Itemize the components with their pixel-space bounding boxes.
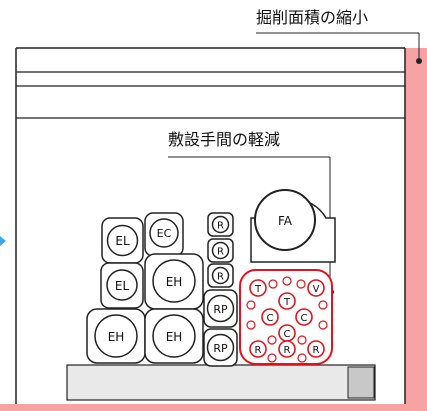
bundle-r-2-label: R bbox=[284, 345, 291, 356]
base-block-end bbox=[347, 366, 375, 399]
bundle-small-conductor bbox=[318, 320, 328, 330]
bundle-r-1 bbox=[249, 340, 267, 358]
cable-circle-eh-2 bbox=[94, 314, 138, 358]
bundle-t-2 bbox=[278, 292, 296, 310]
bundle-v-label: V bbox=[313, 284, 320, 295]
cable-circle-el-1 bbox=[106, 224, 139, 257]
bundle-small-conductor bbox=[267, 335, 277, 345]
bundle-c-2-label: C bbox=[301, 313, 308, 324]
left-pointer-icon bbox=[0, 236, 6, 246]
cable-circle-rp-2 bbox=[206, 333, 235, 362]
cable-label-rp-1: RP bbox=[213, 303, 228, 316]
bundle-r-1-label: R bbox=[255, 345, 262, 356]
bundle-c-1-label: C bbox=[267, 313, 274, 324]
cable-circle-ec bbox=[149, 218, 179, 248]
bundle-small-conductor bbox=[318, 300, 328, 310]
cable-circle-eh-1 bbox=[152, 259, 196, 303]
cable-circle-r-3 bbox=[211, 266, 230, 285]
bundle-r-3-label: R bbox=[313, 345, 320, 356]
right-trench-band bbox=[405, 48, 427, 411]
cable-label-eh-1: EH bbox=[166, 275, 183, 289]
consolidated-bundle: T V T C C C R R R bbox=[239, 269, 333, 365]
fa-duct-ring bbox=[254, 189, 316, 251]
cable-circle-eh-3 bbox=[152, 314, 196, 358]
base-block bbox=[66, 364, 376, 401]
bundle-small-conductor bbox=[267, 353, 277, 363]
cable-label-r-1: R bbox=[217, 221, 224, 232]
bundle-t-1 bbox=[249, 279, 267, 297]
bundle-r-3 bbox=[307, 340, 325, 358]
cable-label-el-2: EL bbox=[115, 279, 130, 293]
bundle-small-conductor bbox=[282, 276, 292, 286]
power-cable-stack: EL EC EL EH EH EH bbox=[86, 212, 204, 364]
cable-label-eh-2: EH bbox=[108, 330, 125, 344]
bundle-small-conductor bbox=[296, 279, 306, 289]
signal-cable-column: R R R RP RP bbox=[203, 212, 238, 367]
bundle-small-conductor bbox=[297, 335, 307, 345]
bundle-small-conductor bbox=[246, 320, 256, 330]
bundle-c-2 bbox=[295, 308, 313, 326]
cable-label-el-1: EL bbox=[115, 234, 130, 248]
fa-label: FA bbox=[278, 214, 293, 228]
cable-circle-r-2 bbox=[211, 241, 230, 260]
cable-circle-r-1 bbox=[211, 215, 230, 234]
bottom-trench-band bbox=[0, 404, 427, 411]
bundle-small-conductor bbox=[268, 279, 278, 289]
bundle-c-1 bbox=[261, 308, 279, 326]
cable-label-r-3: R bbox=[217, 272, 224, 283]
bundle-r-2 bbox=[278, 340, 296, 358]
cable-label-eh-3: EH bbox=[166, 330, 183, 344]
bundle-t-1-label: T bbox=[254, 284, 262, 295]
installation-reduction-label: 敷設手間の軽減 bbox=[168, 130, 281, 149]
bundle-v bbox=[307, 279, 325, 297]
excavation-reduction-label: 掘削面積の縮小 bbox=[256, 8, 369, 27]
cable-label-rp-2: RP bbox=[213, 342, 228, 355]
bundle-small-conductor bbox=[297, 353, 307, 363]
bundle-c-3-label: C bbox=[284, 329, 291, 340]
cable-label-ec: EC bbox=[157, 227, 172, 240]
cable-label-r-2: R bbox=[217, 247, 224, 258]
bundle-t-2-label: T bbox=[283, 297, 291, 308]
cable-circle-rp-1 bbox=[206, 294, 235, 323]
bundle-small-conductor bbox=[246, 300, 256, 310]
top-callout-dot bbox=[416, 58, 422, 64]
cable-circle-el-2 bbox=[106, 269, 138, 301]
